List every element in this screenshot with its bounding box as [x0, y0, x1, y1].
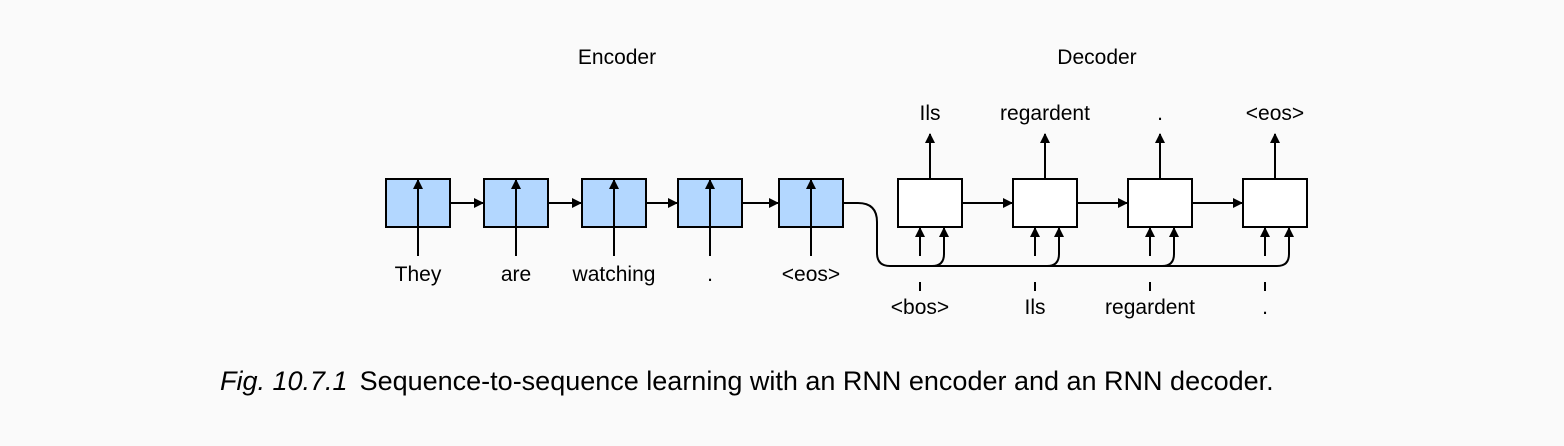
decoder-input-token: . [1262, 296, 1268, 319]
decoder-context-arrow [1160, 227, 1179, 267]
figure-caption: Fig. 10.7.1 Sequence-to-sequence learning… [220, 366, 1274, 397]
decoder-input-token: <bos> [891, 296, 949, 319]
decoder-context-arrow [930, 227, 949, 267]
decoder-output-token: regardent [1000, 102, 1090, 125]
caption-text: Sequence-to-sequence learning with an RN… [359, 366, 1274, 396]
decoder-cell [1012, 178, 1078, 228]
decoder-context-arrow [1275, 227, 1294, 267]
decoder-cell [1127, 178, 1193, 228]
decoder-output-token: . [1157, 102, 1163, 125]
encoder-input-token: are [501, 263, 531, 286]
decoder-title: Decoder [1057, 46, 1136, 69]
decoder-output-token: <eos> [1246, 102, 1304, 125]
seq2seq-diagram: Encoder Decoder They are watching. <eos> Il… [385, 46, 1308, 319]
context-line [843, 202, 1277, 267]
encoder-input-token: watching [572, 263, 656, 286]
decoder-input-token: Ils [1025, 296, 1046, 319]
decoder-context-arrow [1045, 227, 1064, 267]
decoder-input-token: regardent [1105, 296, 1195, 319]
encoder-input-token: <eos> [782, 263, 840, 286]
encoder-input-token: They [395, 263, 442, 286]
encoder-title: Encoder [578, 46, 656, 69]
encoder-group: They are watching. <eos> [385, 178, 844, 286]
decoder-cell [1242, 178, 1308, 228]
decoder-cell [897, 178, 963, 228]
encoder-input-token: . [707, 263, 713, 286]
decoder-output-token: Ils [920, 102, 941, 125]
caption-figure-number: Fig. 10.7.1 [220, 366, 348, 396]
